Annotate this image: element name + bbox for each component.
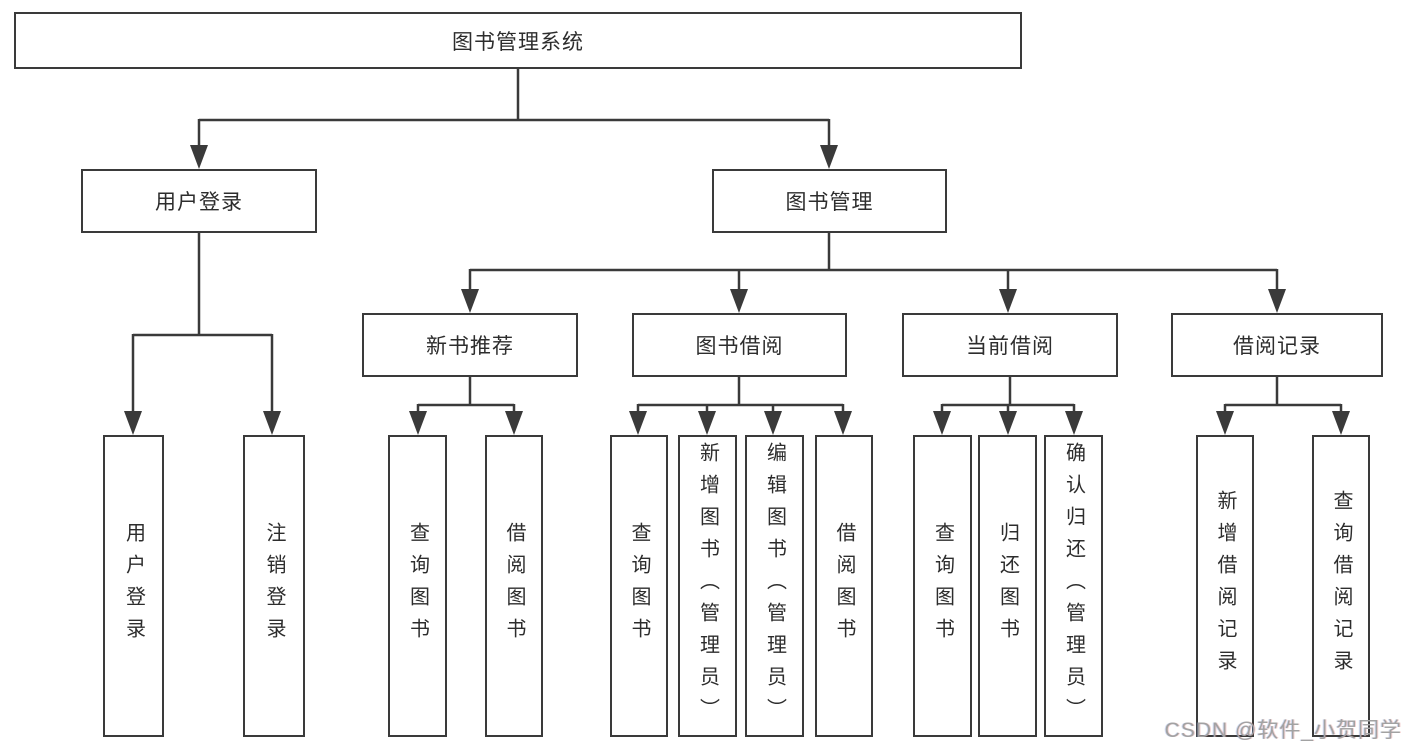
node-label: 新书推荐 <box>426 335 514 358</box>
node-label: 图书管理系统 <box>452 30 584 54</box>
node-leaf-query-books-current: 查询图书 <box>913 435 972 737</box>
node-label: 查询借阅记录 <box>1330 490 1352 682</box>
node-label: 借阅图书 <box>833 522 855 650</box>
node-label: 新增借阅记录 <box>1214 490 1236 682</box>
node-book-borrowing: 图书借阅 <box>632 313 847 377</box>
node-label: 用户登录 <box>155 191 243 214</box>
node-label: 查询图书 <box>931 522 954 650</box>
csdn-watermark: CSDN @软件_小贺同学 <box>1164 719 1402 742</box>
node-label: 图书借阅 <box>695 335 784 358</box>
node-label: 注销登录 <box>263 522 285 650</box>
node-label: 查询图书 <box>406 522 429 650</box>
node-label: 当前借阅 <box>966 335 1054 358</box>
node-leaf-query-borrow-record: 查询借阅记录 <box>1312 435 1370 737</box>
node-user-login-module: 用户登录 <box>81 169 317 233</box>
node-current-borrowing: 当前借阅 <box>902 313 1118 377</box>
node-leaf-query-books-borrowing: 查询图书 <box>610 435 668 737</box>
node-library-management-system: 图书管理系统 <box>14 12 1022 69</box>
node-book-management-module: 图书管理 <box>712 169 947 233</box>
node-new-book-recommendation: 新书推荐 <box>362 313 578 377</box>
node-label: 借阅图书 <box>503 522 525 650</box>
arrowhead-icons <box>124 145 1350 435</box>
node-label: 新增图书（管理员） <box>696 442 719 730</box>
node-label: 图书管理 <box>785 191 874 214</box>
node-leaf-logout: 注销登录 <box>243 435 305 737</box>
node-leaf-add-borrow-record: 新增借阅记录 <box>1196 435 1254 737</box>
node-label: 借阅记录 <box>1233 335 1321 358</box>
node-leaf-borrow-books-recommend: 借阅图书 <box>485 435 543 737</box>
node-borrowing-records: 借阅记录 <box>1171 313 1383 377</box>
node-leaf-return-books: 归还图书 <box>978 435 1037 737</box>
node-label: 查询图书 <box>628 522 650 650</box>
node-label: 用户登录 <box>122 522 145 650</box>
node-label: 编辑图书（管理员） <box>763 442 786 730</box>
node-label: 确认归还（管理员） <box>1062 442 1085 730</box>
node-leaf-user-login: 用户登录 <box>103 435 164 737</box>
node-leaf-borrow-books: 借阅图书 <box>815 435 873 737</box>
node-label: 归还图书 <box>996 522 1019 650</box>
node-leaf-edit-books-admin: 编辑图书（管理员） <box>745 435 804 737</box>
node-leaf-add-books-admin: 新增图书（管理员） <box>678 435 737 737</box>
node-leaf-confirm-return-admin: 确认归还（管理员） <box>1044 435 1103 737</box>
node-leaf-query-books-recommend: 查询图书 <box>388 435 447 737</box>
